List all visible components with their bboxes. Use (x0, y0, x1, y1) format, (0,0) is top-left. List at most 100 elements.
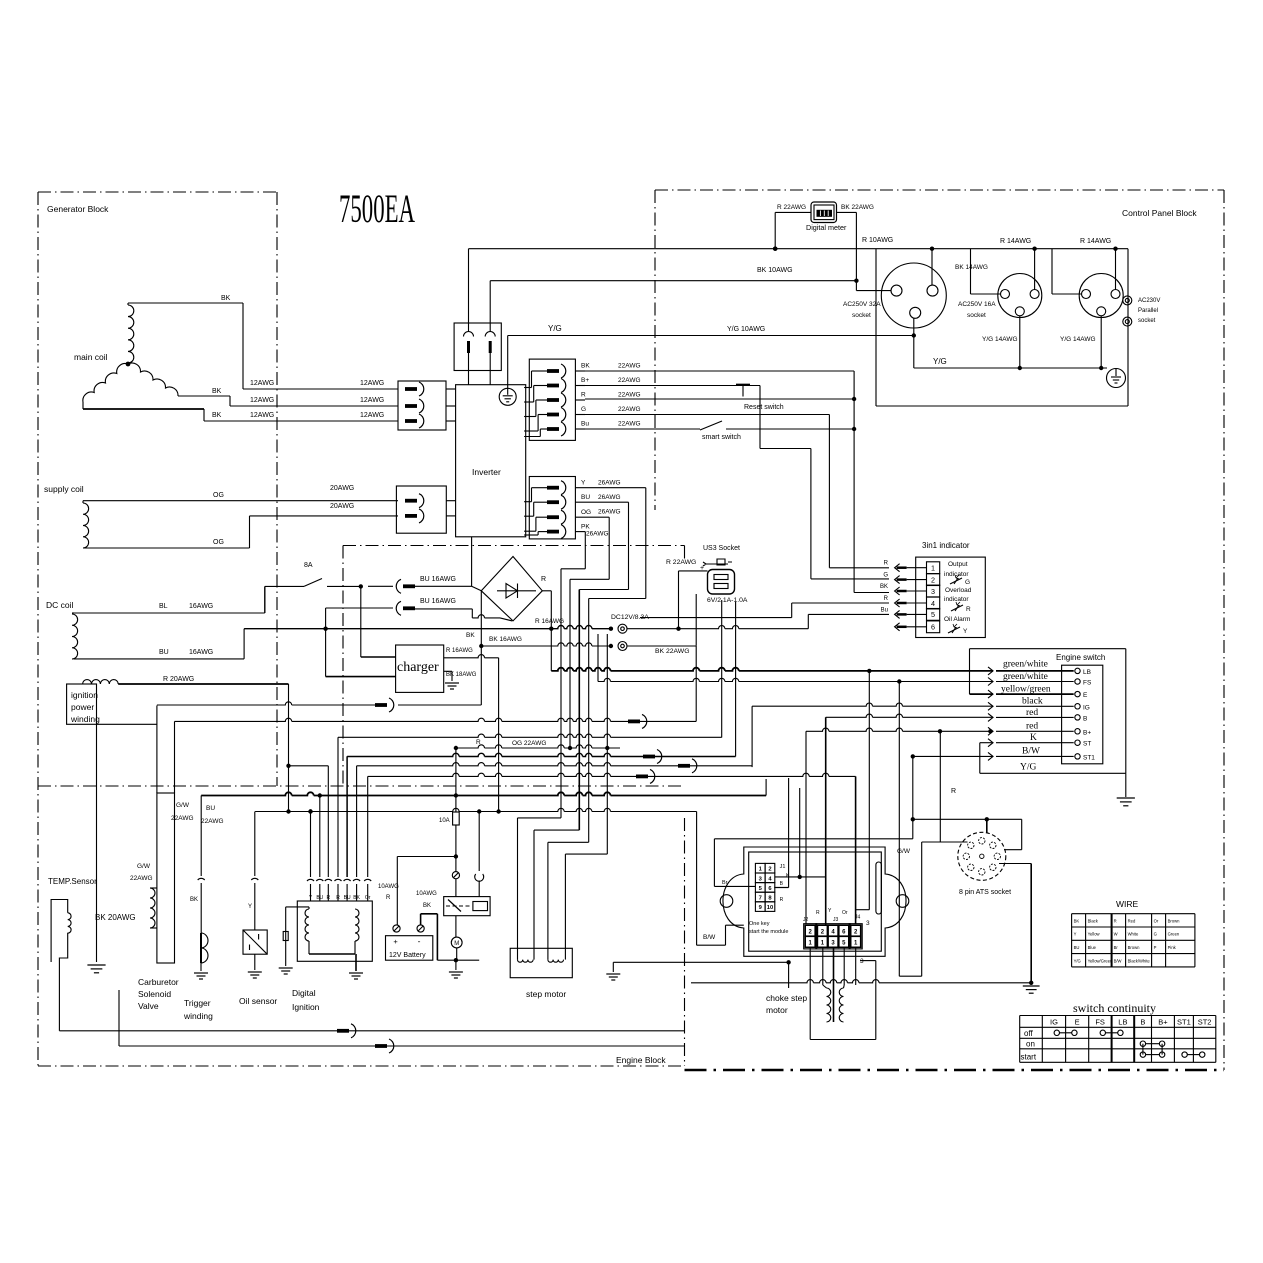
svg-text:3: 3 (831, 941, 835, 947)
svg-text:One key: One key (749, 921, 770, 927)
svg-text:12AWG: 12AWG (250, 380, 274, 387)
svg-text:K: K (1030, 733, 1037, 743)
svg-text:winding: winding (183, 1011, 213, 1021)
svg-text:ST: ST (1083, 741, 1091, 748)
svg-text:P: P (1154, 945, 1157, 950)
svg-text:6: 6 (842, 930, 846, 936)
svg-text:26AWG: 26AWG (598, 480, 621, 487)
svg-text:7: 7 (759, 896, 762, 902)
svg-text:G: G (1154, 932, 1157, 937)
svg-text:Digital: Digital (292, 988, 316, 998)
svg-text:22AWG: 22AWG (618, 392, 641, 399)
svg-text:TEMP.Sensor: TEMP.Sensor (48, 877, 97, 886)
svg-text:3: 3 (931, 587, 935, 596)
svg-text:AC250V 32A: AC250V 32A (843, 301, 881, 308)
svg-text:20AWG: 20AWG (330, 503, 354, 510)
svg-text:BK: BK (466, 632, 475, 639)
svg-text:supply coil: supply coil (44, 484, 84, 494)
svg-text:Oil Alarm: Oil Alarm (944, 616, 970, 623)
svg-text:DC coil: DC coil (46, 600, 74, 610)
svg-text:BK: BK (353, 895, 360, 901)
svg-text:Y/G: Y/G (1074, 958, 1081, 963)
svg-text:Y/G 14AWG: Y/G 14AWG (982, 336, 1018, 343)
svg-text:black: black (1022, 697, 1043, 707)
svg-text:Blue: Blue (1088, 945, 1097, 950)
svg-text:Trigger: Trigger (184, 998, 211, 1008)
svg-text:R 14AWG: R 14AWG (1000, 238, 1031, 245)
svg-text:R: R (541, 576, 546, 583)
svg-text:socket: socket (852, 312, 871, 319)
svg-text:G/W: G/W (897, 848, 911, 855)
svg-text:G: G (883, 573, 888, 579)
svg-text:BL: BL (159, 603, 168, 610)
svg-text:J3: J3 (833, 917, 839, 923)
svg-text:12AWG: 12AWG (250, 412, 274, 419)
svg-text:Bu: Bu (581, 421, 589, 428)
svg-text:smart switch: smart switch (702, 434, 741, 441)
svg-text:Parallel: Parallel (1138, 308, 1158, 314)
svg-text:+: + (700, 565, 704, 572)
svg-text:R: R (884, 596, 889, 602)
svg-text:BK: BK (212, 388, 222, 395)
svg-text:R 10AWG: R 10AWG (862, 237, 893, 244)
svg-text:3: 3 (759, 876, 763, 882)
svg-text:10: 10 (767, 905, 773, 911)
svg-text:2: 2 (821, 930, 825, 936)
svg-text:Y: Y (1074, 932, 1077, 937)
svg-text:26AWG: 26AWG (598, 509, 621, 516)
svg-text:off: off (1024, 1029, 1034, 1038)
svg-text:R: R (780, 897, 784, 903)
svg-text:ignition: ignition (71, 690, 98, 700)
svg-text:Ignition: Ignition (292, 1002, 320, 1012)
svg-text:Y: Y (963, 628, 968, 635)
svg-text:5: 5 (931, 610, 935, 619)
svg-text:BK: BK (1074, 918, 1080, 923)
svg-text:IG: IG (1083, 704, 1090, 711)
svg-text:ST1: ST1 (1083, 754, 1095, 761)
svg-text:G/W: G/W (137, 863, 151, 870)
svg-text:Reset switch: Reset switch (744, 404, 784, 411)
svg-text:BU: BU (206, 805, 215, 812)
svg-text:G/W: G/W (176, 802, 190, 809)
svg-text:6V/2.1A-1.0A: 6V/2.1A-1.0A (707, 597, 748, 604)
svg-text:Output: Output (948, 561, 968, 568)
svg-text:Br: Br (722, 880, 728, 886)
svg-text:LB: LB (1118, 1017, 1127, 1026)
svg-text:Engine Block: Engine Block (616, 1055, 666, 1065)
svg-text:9: 9 (759, 905, 763, 911)
svg-text:R 16AWG: R 16AWG (535, 618, 564, 625)
svg-text:G: G (965, 579, 970, 586)
svg-text:Brown: Brown (1168, 918, 1181, 923)
svg-text:BU: BU (581, 494, 590, 501)
svg-text:ST1: ST1 (1177, 1017, 1191, 1026)
svg-text:5: 5 (842, 941, 846, 947)
svg-text:main coil: main coil (74, 352, 108, 362)
svg-text:BK: BK (190, 897, 198, 903)
svg-text:Carburetor: Carburetor (138, 977, 179, 987)
svg-text:Red: Red (1128, 918, 1136, 923)
svg-text:start: start (1021, 1053, 1037, 1062)
svg-text:US3 Socket: US3 Socket (703, 545, 740, 552)
svg-text:8A: 8A (304, 562, 313, 569)
svg-text:J1: J1 (780, 864, 786, 870)
svg-text:10A: 10A (439, 818, 450, 824)
svg-text:12AWG: 12AWG (360, 380, 384, 387)
svg-text:BK 18AWG: BK 18AWG (446, 672, 477, 678)
svg-text:6: 6 (768, 886, 772, 892)
svg-text:1: 1 (931, 564, 935, 573)
svg-text:2: 2 (931, 575, 935, 584)
svg-text:on: on (1026, 1040, 1035, 1049)
svg-text:G: G (581, 406, 586, 413)
svg-text:B: B (1140, 1017, 1145, 1026)
svg-text:WIRE: WIRE (1116, 899, 1139, 909)
svg-text:BK 16AWG: BK 16AWG (489, 636, 522, 643)
svg-text:4: 4 (831, 930, 835, 936)
svg-text:6: 6 (931, 623, 935, 632)
svg-text:BK 10AWG: BK 10AWG (757, 267, 793, 274)
svg-text:20AWG: 20AWG (330, 485, 354, 492)
svg-text:Y: Y (828, 908, 832, 914)
svg-text:red: red (1026, 722, 1038, 732)
svg-text:Digital meter: Digital meter (806, 223, 847, 232)
svg-text:R: R (581, 392, 586, 399)
svg-text:R 14AWG: R 14AWG (1080, 238, 1111, 245)
